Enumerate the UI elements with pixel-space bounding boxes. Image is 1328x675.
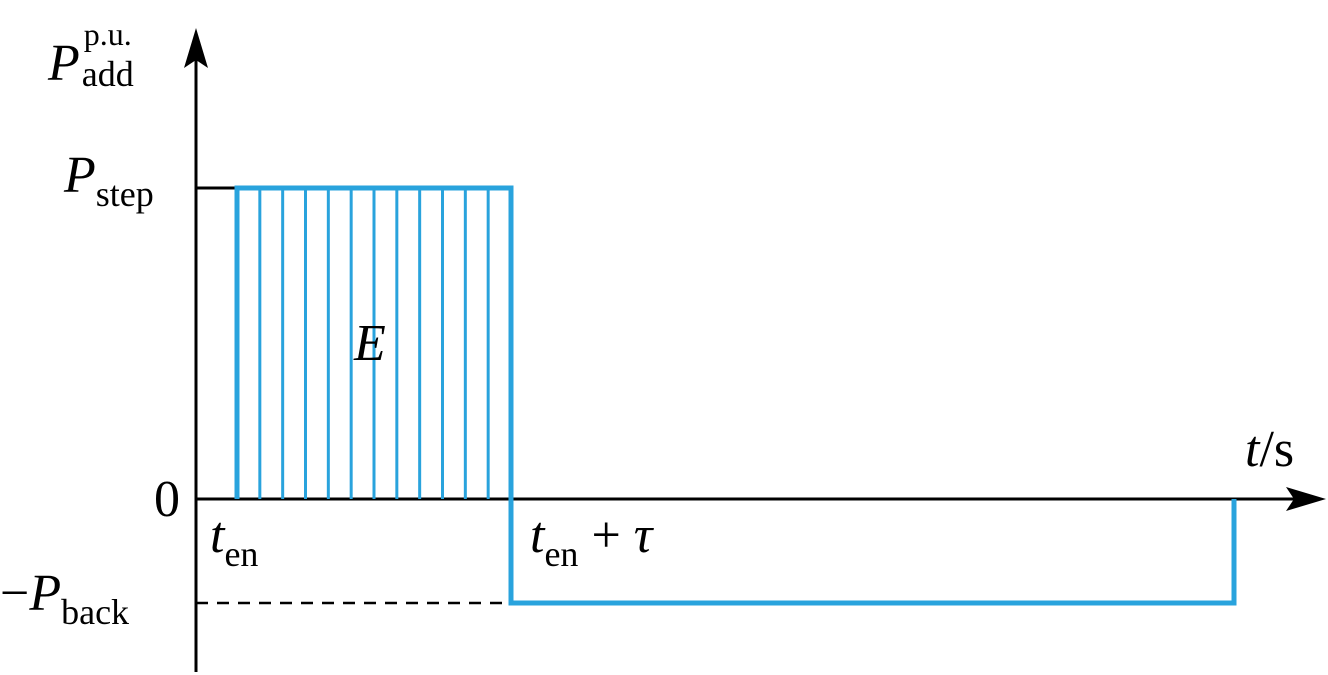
power-pulse-curve (234, 185, 1237, 606)
start-time-label: ten (210, 507, 259, 574)
step-level-label: Pstep (64, 147, 154, 214)
x-axis-arrow (1286, 487, 1326, 511)
back-level-label: −Pback (0, 565, 130, 632)
y-axis-arrow (184, 28, 208, 68)
energy-area-label: E (354, 315, 386, 372)
y-axis-label: P p.u. add (48, 16, 134, 94)
zero-label: 0 (154, 471, 180, 528)
end-time-label: ten + τ (530, 507, 653, 574)
energy-hatch (258, 188, 490, 499)
x-axis-label: t/s (1245, 421, 1295, 478)
